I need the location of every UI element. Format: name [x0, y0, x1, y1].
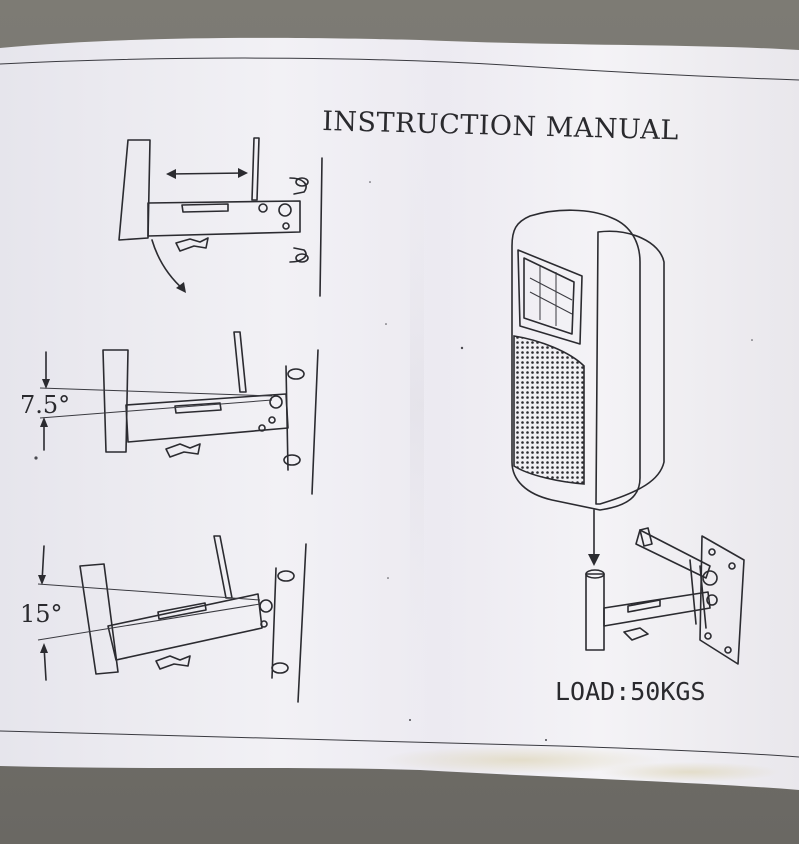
paper-stain: [380, 746, 660, 774]
bracket-mounted-illustration: [585, 527, 745, 665]
paper-sheet: [0, 37, 799, 790]
bracket-diagram-adjust: [118, 137, 323, 297]
bracket-diagram-7-5-deg: 7.5°: [20, 331, 319, 495]
angle-label-7-5: 7.5°: [20, 391, 70, 419]
top-border-line: [0, 57, 799, 81]
angle-label-15: 15°: [20, 600, 63, 628]
load-rating-label: LOAD:50KGS: [555, 677, 706, 706]
paper-crease: [410, 40, 424, 770]
speaker-grille: [513, 335, 585, 485]
paper-speckles: [34, 181, 753, 741]
paper-stain: [600, 762, 780, 782]
speaker-illustration: [511, 209, 665, 566]
bracket-diagram-15-deg: 15°: [20, 535, 307, 703]
